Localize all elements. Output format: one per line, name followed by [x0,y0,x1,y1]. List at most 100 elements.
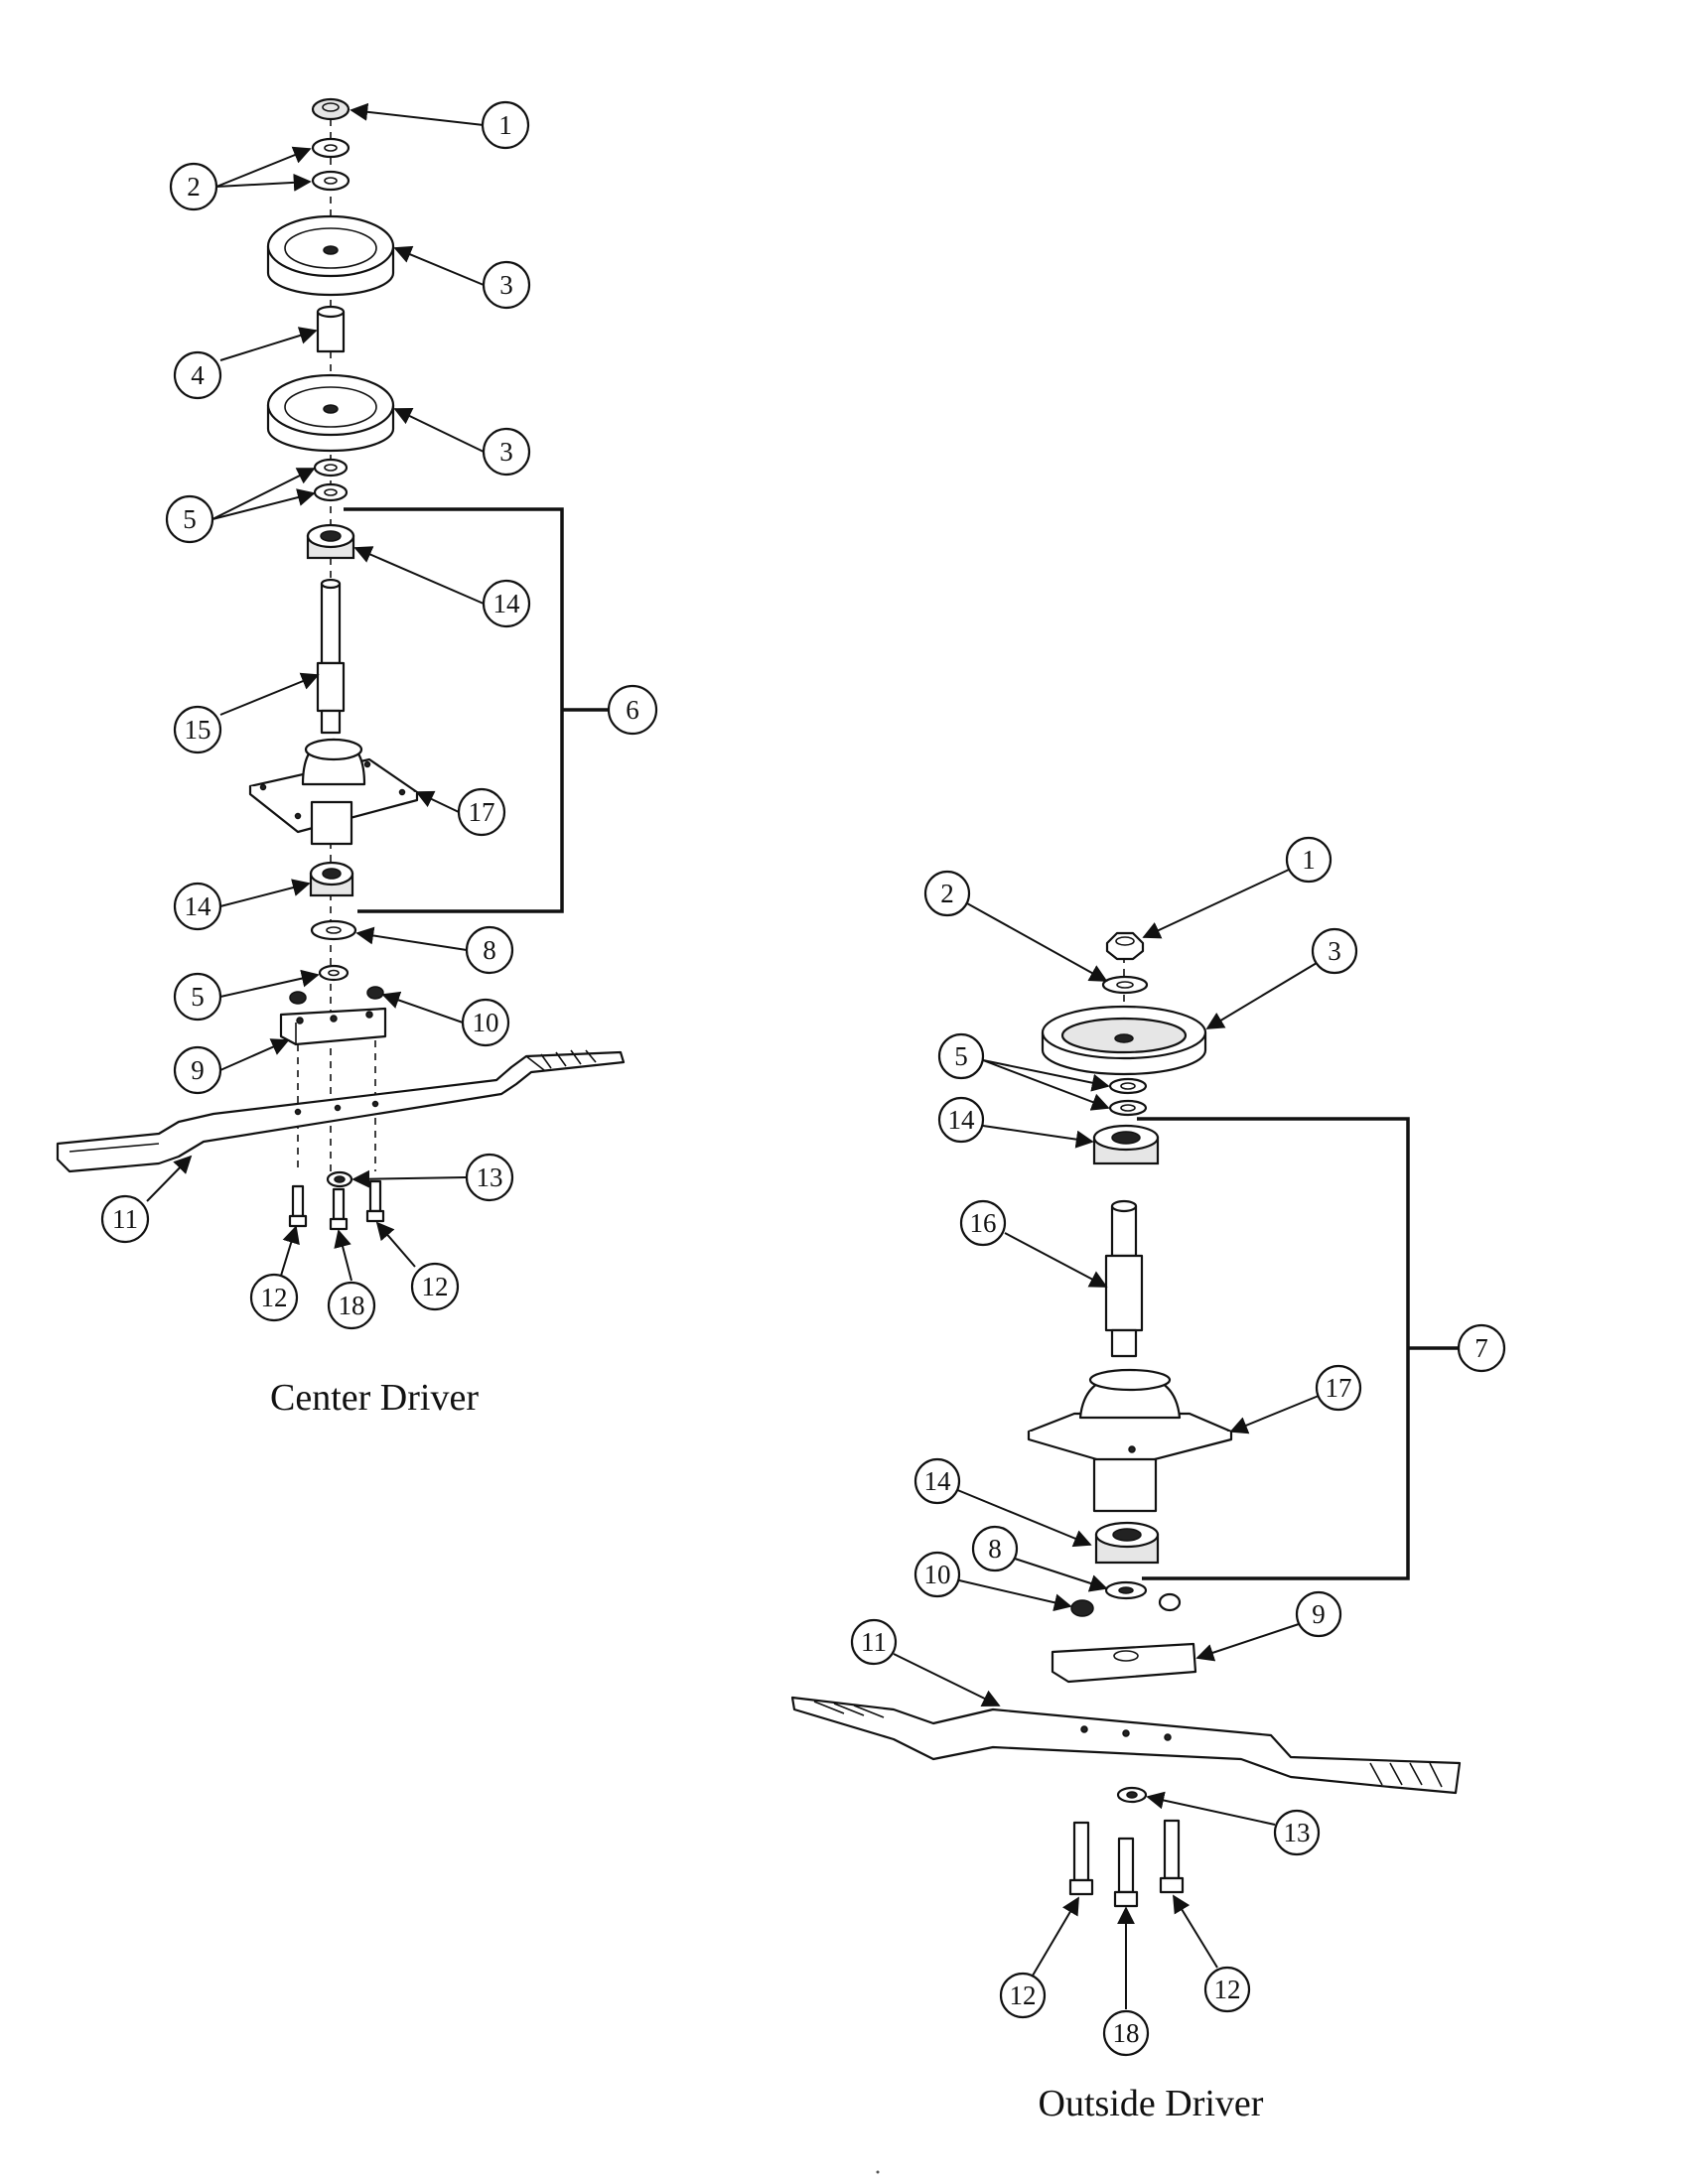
svg-text:2: 2 [187,172,201,202]
svg-text:17: 17 [1326,1373,1352,1403]
callout: 7 [1457,1323,1506,1373]
svg-text:14: 14 [948,1105,976,1135]
callout: 11 [850,1618,898,1666]
callout: 18 [1102,2009,1150,2057]
svg-text:13: 13 [477,1162,503,1192]
assembly-bracket [344,507,564,913]
nut-part [289,986,384,1005]
callout: 1 [1285,836,1333,884]
washer-part [1108,1077,1148,1117]
svg-text:9: 9 [191,1055,205,1085]
pulley-part [1041,1005,1207,1076]
shaft-part [316,578,346,735]
svg-text:18: 18 [1113,2018,1140,2048]
center-driver-assembly: 1 2 3 4 3 5 14 15 17 14 6 8 5 10 9 11 13… [56,97,658,1419]
callout: 5 [165,494,214,544]
callout: 17 [457,787,506,837]
svg-text:12: 12 [422,1272,449,1301]
svg-text:6: 6 [626,695,639,725]
bolt-part [1068,1819,1185,1908]
callout: 9 [173,1045,222,1095]
hex-nut-part [311,97,351,121]
svg-text:18: 18 [339,1291,365,1320]
svg-text:14: 14 [185,891,212,921]
shaft-part [1104,1199,1144,1358]
washer-part [310,919,357,941]
callout: 14 [173,882,222,931]
callout: 14 [482,579,531,628]
spindle-housing-part [1027,1368,1233,1513]
assembly-bracket [1137,1117,1410,1580]
svg-text:12: 12 [1010,1980,1037,2010]
spacer-part [316,305,346,353]
mounting-plate-part [279,1007,387,1046]
outside-driver-caption: Outside Driver [1039,2083,1264,2124]
callout: 13 [1273,1809,1321,1856]
callout: 1 [481,100,530,150]
callout: 11 [100,1194,150,1244]
svg-text:16: 16 [970,1208,997,1238]
callout: 10 [913,1551,961,1598]
washer-part [326,1170,353,1188]
svg-text:5: 5 [191,982,205,1012]
callout: 13 [465,1153,514,1202]
svg-text:3: 3 [499,437,513,467]
scan-speck [876,2170,880,2174]
svg-text:10: 10 [473,1008,499,1037]
svg-text:8: 8 [988,1534,1002,1564]
callout: 12 [999,1972,1047,2019]
svg-text:5: 5 [954,1041,968,1071]
callout: 12 [410,1262,460,1311]
callout: 12 [249,1273,299,1322]
svg-text:9: 9 [1312,1599,1326,1629]
callout: 2 [169,162,218,211]
pulley-part [266,373,395,453]
callout: 3 [482,260,531,310]
washer-part [311,137,351,192]
svg-text:3: 3 [499,270,513,300]
callout: 2 [923,870,971,917]
svg-text:4: 4 [191,360,205,390]
outside-driver-assembly: 1 2 3 5 14 16 17 7 14 8 10 9 11 13 12 18… [790,836,1506,2124]
callout: 14 [937,1096,985,1144]
washer-part [1116,1786,1148,1804]
callout: 8 [971,1525,1019,1572]
blade-part [790,1696,1462,1795]
svg-text:14: 14 [924,1466,952,1496]
callout: 9 [1295,1590,1342,1638]
callout: 14 [913,1457,961,1505]
callout: 18 [327,1281,376,1330]
hex-nut-part [1105,931,1145,961]
callout: 17 [1315,1364,1362,1412]
svg-text:13: 13 [1284,1818,1311,1847]
callout: 10 [461,998,510,1047]
svg-text:7: 7 [1474,1333,1488,1363]
svg-text:3: 3 [1328,936,1341,966]
bearing-part [306,523,355,560]
svg-text:2: 2 [940,879,954,908]
bolt-part [288,1179,385,1231]
washer-part [1101,975,1149,995]
svg-text:17: 17 [469,797,495,827]
svg-text:1: 1 [498,110,512,140]
bearing-part [309,861,354,897]
callout: 3 [482,427,531,477]
svg-text:12: 12 [1214,1975,1241,2004]
svg-text:10: 10 [924,1560,951,1589]
callout: 5 [173,972,222,1022]
washer-part [318,964,350,982]
bearing-part [1094,1521,1160,1565]
svg-text:11: 11 [861,1627,887,1657]
pulley-part [266,214,395,297]
callout: 15 [173,705,222,754]
svg-text:12: 12 [261,1283,288,1312]
spindle-housing-part [248,738,419,846]
nut-part [1070,1592,1182,1617]
callout: 3 [1311,927,1358,975]
washer-part [313,458,349,502]
center-driver-caption: Center Driver [270,1377,479,1419]
svg-text:5: 5 [183,504,197,534]
svg-text:1: 1 [1302,845,1316,875]
mounting-plate-part [1051,1642,1197,1684]
